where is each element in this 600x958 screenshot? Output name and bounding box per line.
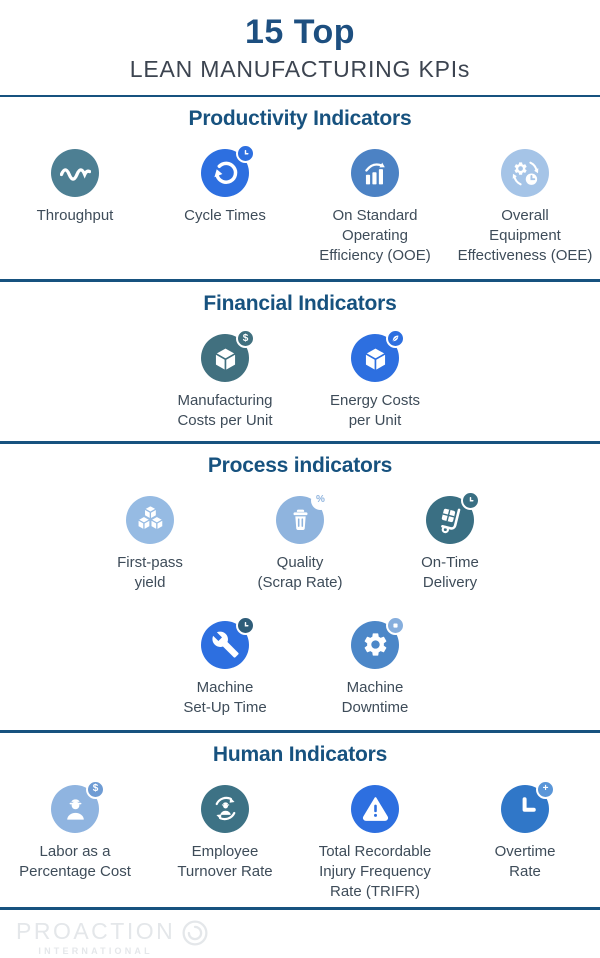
worker-icon: $: [51, 779, 105, 833]
kpi-label: Cycle Times: [184, 207, 266, 225]
infographic-footer: PROACTION INTERNATIONAL: [0, 918, 600, 956]
throughput-wave-icon: [51, 149, 99, 198]
brand-subname: INTERNATIONAL: [38, 946, 153, 957]
plus-badge-icon: +: [536, 779, 555, 799]
bar-chart-growth-icon: [351, 149, 399, 198]
cubes-stack-icon: [126, 495, 174, 544]
cycle-refresh-icon: [201, 144, 255, 198]
clock-badge-icon: [236, 144, 255, 164]
clock-badge-icon: [236, 615, 255, 635]
brand-name: PROACTION: [16, 918, 176, 945]
brand-block: PROACTION INTERNATIONAL: [16, 918, 175, 956]
warning-triangle-icon: [351, 784, 399, 833]
clock-hands-icon: +: [501, 779, 555, 833]
infographic-header: 15 Top LEAN MANUFACTURING KPIs: [0, 0, 600, 98]
leaf-badge-icon: [386, 329, 405, 349]
page-title: 15 Top: [244, 13, 356, 51]
gear-icon: [351, 615, 405, 669]
stop-square-badge-icon: [386, 615, 405, 635]
section-heading: Productivity Indicators: [188, 107, 412, 131]
section-heading: Process indicators: [207, 453, 393, 477]
section-heading: Financial Indicators: [203, 292, 397, 316]
kpi-item: Cycle Times: [150, 144, 300, 266]
wrench-icon: [201, 615, 255, 669]
hand-truck-icon: [426, 490, 480, 544]
percent-badge-icon: %: [311, 490, 330, 510]
kpi-item: % Quality(Scrap Rate): [225, 490, 375, 593]
dollar-badge-icon: $: [86, 779, 105, 799]
dollar-badge-icon: $: [236, 329, 255, 349]
cube-icon: $: [201, 329, 255, 383]
proaction-logo-icon: [181, 919, 209, 947]
trash-icon: %: [276, 490, 330, 544]
kpi-label: Throughput: [36, 207, 114, 225]
gear-sync-clock-icon: [501, 149, 549, 198]
page-subtitle: LEAN MANUFACTURING KPIs: [129, 56, 471, 83]
clock-badge-icon: [461, 490, 480, 510]
kpi-item: Throughput: [0, 149, 150, 266]
section-heading: Human Indicators: [212, 742, 388, 766]
cube-icon: [351, 329, 405, 383]
kpi-label: Quality(Scrap Rate): [257, 553, 343, 591]
person-cycle-icon: [201, 784, 249, 833]
